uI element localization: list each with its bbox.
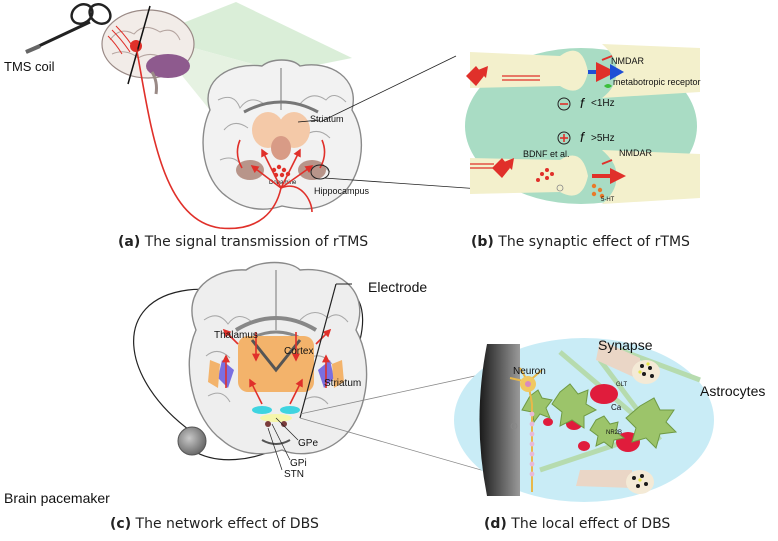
- zoom-line-d-top: [299, 373, 485, 415]
- panel-c: Electrode Thalamus Cortex Striatum GPe G…: [4, 261, 517, 532]
- section-line: [127, 5, 151, 85]
- tms-coil-icon: [25, 3, 112, 54]
- electrode-label: Electrode: [368, 279, 427, 295]
- pacemaker-label: Brain pacemaker: [4, 490, 110, 506]
- pacemaker-icon: [177, 426, 207, 456]
- astrocyte-cells: [521, 383, 678, 449]
- bdnf-label: BDNF et al.: [523, 149, 570, 159]
- ht-label: 5-HT: [601, 197, 615, 203]
- gpi-label: GPi: [290, 458, 307, 469]
- freq-symbol-high: f: [580, 129, 586, 145]
- freq-low-label: <1Hz: [591, 98, 615, 109]
- caption-c-text: The network effect of DBS: [131, 516, 319, 532]
- caption-d: (d) The local effect of DBS: [484, 516, 670, 532]
- panel-b: NMDAR metabotropic receptor f <1Hz f >5H…: [465, 44, 701, 250]
- plus-icon: [557, 131, 571, 145]
- gpe-label: GPe: [298, 438, 318, 449]
- caption-a-letter: (a): [118, 234, 140, 250]
- caption-b-letter: (b): [471, 234, 494, 250]
- freq-high-label: >5Hz: [591, 133, 615, 144]
- astrocytes-label: Astrocytes: [700, 383, 765, 399]
- ca-label: Ca: [611, 403, 622, 412]
- magnetic-field-icon: [107, 25, 137, 55]
- glt-label: GLT: [616, 382, 628, 388]
- caption-b-text: The synaptic effect of rTMS: [494, 234, 690, 250]
- synapse-label: Synapse: [598, 337, 653, 353]
- nmdar-bottom-label: NMDAR: [619, 148, 652, 158]
- caption-a-text: The signal transmission of rTMS: [140, 234, 368, 250]
- caption-c: (c) The network effect of DBS: [110, 516, 319, 532]
- nmdar-top-label: NMDAR: [611, 56, 644, 66]
- neuron-label: Neuron: [513, 366, 546, 377]
- hippocampus-label: Hippocampus: [314, 186, 370, 196]
- electrode-tip: [479, 344, 520, 496]
- caption-c-letter: (c): [110, 516, 131, 532]
- minus-icon: [557, 97, 571, 111]
- stn-label: STN: [284, 469, 304, 480]
- bottom-synapse: [470, 150, 700, 204]
- freq-symbol-low: f: [580, 95, 586, 111]
- cortex-label: Cortex: [284, 346, 313, 357]
- panel-a: TMS coil Dopamine: [4, 2, 581, 250]
- striatum-pointer: [297, 119, 321, 123]
- small-brain-icon: [101, 9, 195, 95]
- zoom-line-d-bottom: [299, 417, 517, 481]
- synapse-boutons: [576, 340, 660, 494]
- electrode-right-shaft: [299, 283, 337, 419]
- receptor-label: NR2B: [606, 430, 622, 436]
- caption-d-letter: (d): [484, 516, 507, 532]
- network-arrows: [222, 328, 332, 405]
- caption-b: (b) The synaptic effect of rTMS: [471, 234, 690, 250]
- signal-pathways: [135, 45, 314, 230]
- gp-pointers: [267, 417, 299, 471]
- thalamus-label: Thalamus: [214, 330, 258, 341]
- tms-coil-label: TMS coil: [4, 59, 55, 74]
- striatum-c-label: Striatum: [324, 378, 361, 389]
- neuron-cell: [509, 367, 543, 492]
- caption-a: (a) The signal transmission of rTMS: [118, 234, 368, 250]
- projection-cone: [150, 2, 352, 72]
- coronal-brain-a: [202, 59, 363, 210]
- caption-d-text: The local effect of DBS: [507, 516, 671, 532]
- metabotropic-label: metabotropic receptor: [613, 77, 701, 87]
- zoom-line-top: [319, 55, 457, 123]
- coronal-brain-c: [188, 261, 368, 455]
- panel-d: Synapse Astrocytes Neuron GLT Ca NR2B (d…: [454, 337, 765, 532]
- top-synapse: [466, 44, 700, 98]
